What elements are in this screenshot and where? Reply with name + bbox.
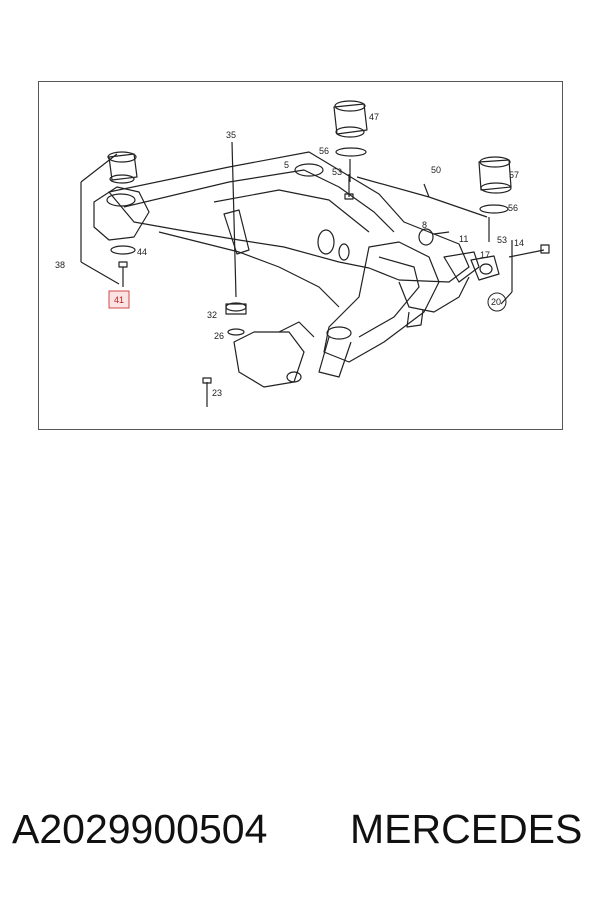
subframe-drawing bbox=[80, 100, 550, 407]
callout-41: 41 bbox=[114, 295, 124, 305]
parts-diagram-frame: 47 56 35 5 53 50 57 56 8 11 53 14 38 44 … bbox=[38, 81, 563, 430]
callout-56-upper: 56 bbox=[319, 146, 329, 156]
callout-57: 57 bbox=[509, 170, 519, 180]
callout-17: 17 bbox=[480, 250, 490, 260]
part-number: A2029900504 bbox=[12, 806, 268, 852]
callout-35: 35 bbox=[226, 130, 236, 140]
callout-5: 5 bbox=[284, 160, 289, 170]
callout-8: 8 bbox=[422, 220, 427, 230]
subframe-exploded-diagram: 47 56 35 5 53 50 57 56 8 11 53 14 38 44 … bbox=[55, 100, 550, 407]
callout-38: 38 bbox=[55, 260, 65, 270]
callout-14: 14 bbox=[514, 238, 524, 248]
product-caption: A2029900504 MERCEDES bbox=[0, 800, 600, 860]
callout-11: 11 bbox=[459, 234, 468, 244]
callout-32: 32 bbox=[207, 310, 217, 320]
callout-47: 47 bbox=[369, 112, 379, 122]
callout-53-lower: 53 bbox=[497, 235, 507, 245]
callout-53-upper: 53 bbox=[332, 167, 342, 177]
callout-26: 26 bbox=[214, 331, 224, 341]
callout-20-circle bbox=[487, 292, 507, 312]
callout-44: 44 bbox=[137, 247, 147, 257]
callout-20: 20 bbox=[491, 297, 501, 307]
brand-name: MERCEDES bbox=[350, 806, 583, 852]
callout-23: 23 bbox=[212, 388, 222, 398]
callout-50: 50 bbox=[431, 165, 441, 175]
highlight-box-41 bbox=[108, 290, 130, 309]
callout-56-lower: 56 bbox=[508, 203, 518, 213]
